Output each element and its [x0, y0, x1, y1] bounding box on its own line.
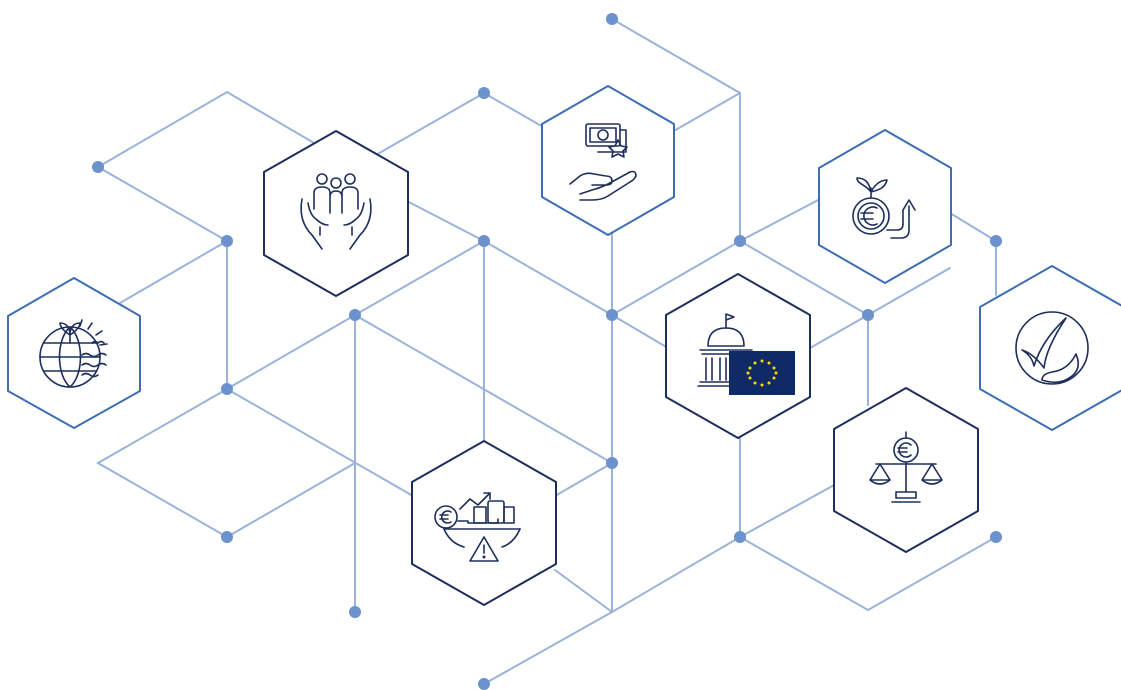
connector-line	[354, 240, 485, 316]
connector-line	[739, 536, 997, 612]
node-dot	[221, 383, 233, 395]
connector-line	[611, 314, 669, 349]
hex-balance	[833, 387, 979, 553]
connector-line	[739, 197, 823, 242]
connector-line	[97, 166, 228, 242]
node-dot	[606, 457, 618, 469]
euro-goods-warning-icon	[434, 492, 521, 562]
connector-line	[119, 240, 228, 304]
connector-line	[95, 388, 356, 539]
node-dots	[92, 13, 1002, 690]
connector-line	[226, 314, 356, 390]
hex-approval	[979, 265, 1121, 431]
connector-line	[226, 388, 421, 501]
connector-line	[867, 267, 951, 316]
node-dot	[349, 606, 361, 618]
connector-line	[354, 314, 613, 464]
node-dot	[478, 87, 490, 99]
hex-community	[263, 130, 409, 297]
connector-line	[404, 199, 485, 242]
node-dot	[606, 309, 618, 321]
euro-plant-growth-arrow-icon	[852, 177, 916, 239]
connector-line	[483, 92, 546, 129]
eu-flag	[729, 351, 795, 395]
eu-flag-stars	[746, 359, 778, 387]
connector-line	[739, 240, 869, 316]
node-dot	[221, 531, 233, 543]
hex-risk	[411, 440, 557, 606]
node-dot	[221, 235, 233, 247]
node-dot	[862, 309, 874, 321]
hex-growth	[818, 129, 952, 284]
node-dot	[734, 235, 746, 247]
connector-line	[554, 462, 613, 497]
globe-sprout-waves-icon	[39, 319, 108, 388]
connector-line	[611, 240, 741, 316]
connector-line	[949, 212, 997, 242]
connector-lines	[95, 18, 997, 685]
hex-governance	[665, 273, 811, 439]
node-dot	[478, 235, 490, 247]
node-dot	[990, 235, 1002, 247]
connector-line	[483, 536, 741, 685]
node-dot	[92, 161, 104, 173]
euro-scales-icon	[869, 431, 943, 503]
connector-line	[97, 90, 356, 168]
connector-line	[554, 569, 613, 613]
node-dot	[990, 531, 1002, 543]
eu-institution-flag-icon	[697, 313, 795, 395]
node-dot	[606, 13, 618, 25]
node-dot	[734, 531, 746, 543]
connector-line	[671, 92, 741, 133]
node-dot	[478, 678, 490, 690]
node-dot	[349, 309, 361, 321]
hex-climate	[7, 277, 141, 429]
leaf-checkmark-icon	[1015, 311, 1089, 385]
hex-finance	[541, 85, 675, 236]
connector-line	[739, 483, 837, 538]
connector-line	[483, 240, 613, 316]
hands-holding-people-icon	[300, 173, 372, 250]
hand-money-star-icon	[569, 123, 637, 201]
connector-line	[809, 314, 869, 349]
